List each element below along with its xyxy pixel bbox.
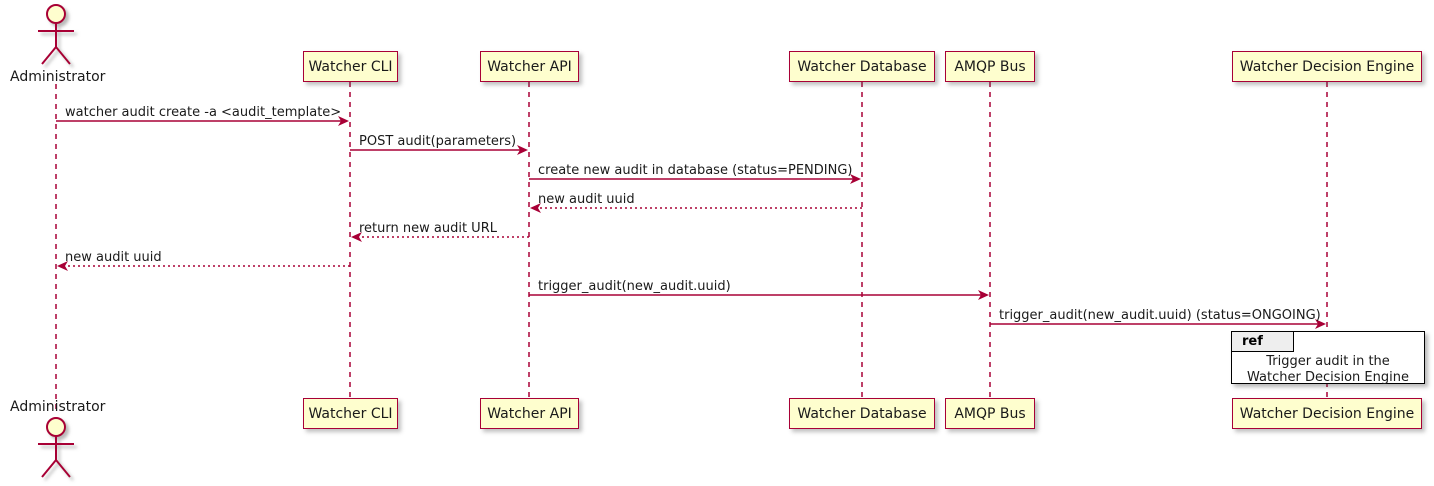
message-arrowhead-8 xyxy=(1315,319,1326,329)
actor-label-top: Administrator xyxy=(10,69,106,85)
message-arrowhead-1 xyxy=(338,116,349,126)
participant-box-amqp-bus-top[interactable]: AMQP Bus xyxy=(945,51,1035,82)
participant-box-watcher-api-top[interactable]: Watcher API xyxy=(480,51,579,82)
actor-administrator-bottom xyxy=(38,417,74,478)
ref-fragment-body: Trigger audit in the Watcher Decision En… xyxy=(1232,354,1424,386)
participant-box-amqp-bus-bottom[interactable]: AMQP Bus xyxy=(945,398,1035,429)
participant-box-watcher-api-bottom[interactable]: Watcher API xyxy=(480,398,579,429)
ref-fragment-tab-label: ref xyxy=(1242,334,1263,349)
participant-box-watcher-decision-engine-top[interactable]: Watcher Decision Engine xyxy=(1232,51,1422,82)
message-arrowhead-6 xyxy=(57,261,68,271)
message-label-4: new audit uuid xyxy=(538,192,635,207)
ref-fragment: ref Trigger audit in the Watcher Decisio… xyxy=(1231,331,1425,386)
ref-fragment-line-1: Trigger audit in the xyxy=(1266,354,1390,369)
actor-administrator-top xyxy=(38,4,74,65)
lifelines-group xyxy=(55,82,1328,414)
message-label-7: trigger_audit(new_audit.uuid) xyxy=(538,279,731,294)
participant-box-watcher-database-top[interactable]: Watcher Database xyxy=(789,51,935,82)
message-arrowhead-7 xyxy=(978,290,989,300)
message-arrowhead-2 xyxy=(517,145,528,155)
message-label-5: return new audit URL xyxy=(359,221,497,236)
message-label-1: watcher audit create -a <audit_template> xyxy=(65,105,342,120)
message-arrowhead-5 xyxy=(351,232,362,242)
message-label-8: trigger_audit(new_audit.uuid) (status=ON… xyxy=(999,308,1321,323)
participant-box-watcher-database-bottom[interactable]: Watcher Database xyxy=(789,398,935,429)
messages-group xyxy=(56,116,1326,329)
message-label-6: new audit uuid xyxy=(65,250,162,265)
message-label-2: POST audit(parameters) xyxy=(359,134,517,149)
participant-box-watcher-decision-engine-bottom[interactable]: Watcher Decision Engine xyxy=(1232,398,1422,429)
participant-box-watcher-cli-top[interactable]: Watcher CLI xyxy=(303,51,398,82)
message-arrowhead-3 xyxy=(850,174,861,184)
ref-fragment-tab xyxy=(1232,332,1294,352)
participant-box-watcher-cli-bottom[interactable]: Watcher CLI xyxy=(303,398,398,429)
message-arrowhead-4 xyxy=(530,203,541,213)
ref-fragment-line-2: Watcher Decision Engine xyxy=(1247,370,1409,385)
actor-label-bottom: Administrator xyxy=(10,399,106,415)
message-label-3: create new audit in database (status=PEN… xyxy=(538,163,853,178)
